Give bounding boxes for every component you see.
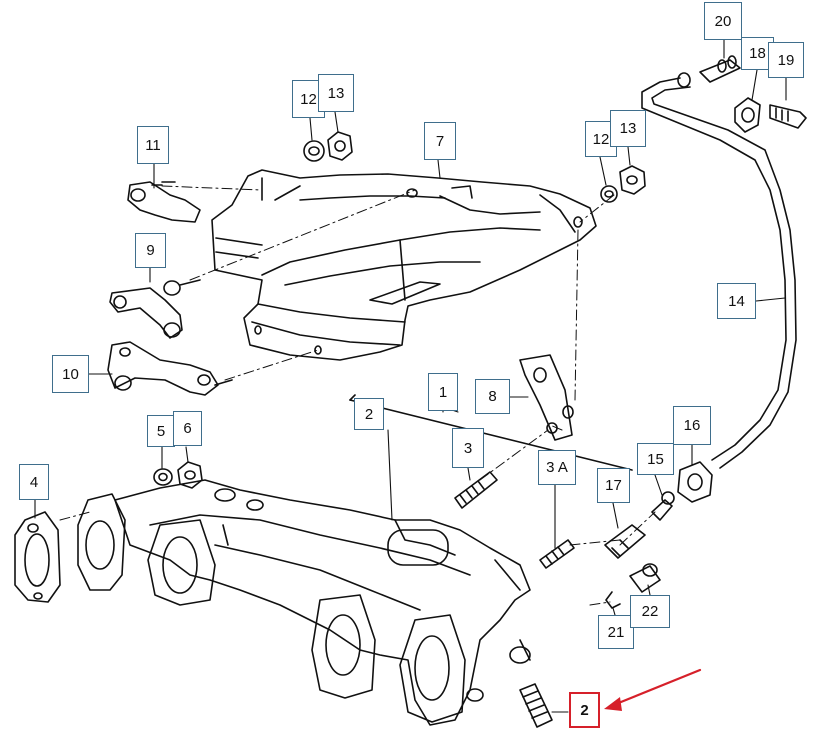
exhaust-pipe [641, 72, 797, 469]
callout-9[interactable]: 9 [135, 233, 166, 268]
callout-4[interactable]: 4 [19, 464, 49, 500]
highlight-arrow [604, 668, 702, 711]
callout-8[interactable]: 8 [475, 379, 510, 414]
callout-16[interactable]: 16 [673, 406, 711, 445]
callout-2-highlighted[interactable]: 2 [569, 692, 600, 728]
callout-17[interactable]: 17 [597, 468, 630, 503]
callout-6[interactable]: 6 [173, 411, 202, 446]
callout-22[interactable]: 22 [630, 595, 670, 628]
callout-5[interactable]: 5 [147, 415, 175, 447]
callout-2[interactable]: 2 [354, 398, 384, 430]
callout-1[interactable]: 1 [428, 373, 458, 411]
small-parts [107, 55, 807, 728]
callout-10[interactable]: 10 [52, 355, 89, 393]
callout-3a[interactable]: 3 A [538, 450, 576, 485]
flange-gasket [14, 511, 61, 603]
callout-7[interactable]: 7 [424, 122, 456, 160]
alignment-lines [59, 185, 656, 606]
callout-15[interactable]: 15 [637, 443, 674, 475]
exhaust-manifold [77, 479, 531, 726]
callout-20[interactable]: 20 [704, 2, 742, 40]
callout-13[interactable]: 13 [318, 74, 354, 112]
callout-3[interactable]: 3 [452, 428, 484, 468]
callout-11[interactable]: 11 [137, 126, 169, 164]
callout-14[interactable]: 14 [717, 283, 756, 319]
callout-19[interactable]: 19 [768, 42, 804, 78]
callout-21[interactable]: 21 [598, 615, 634, 649]
callout-13-right[interactable]: 13 [610, 110, 646, 147]
heat-shield [211, 169, 597, 361]
